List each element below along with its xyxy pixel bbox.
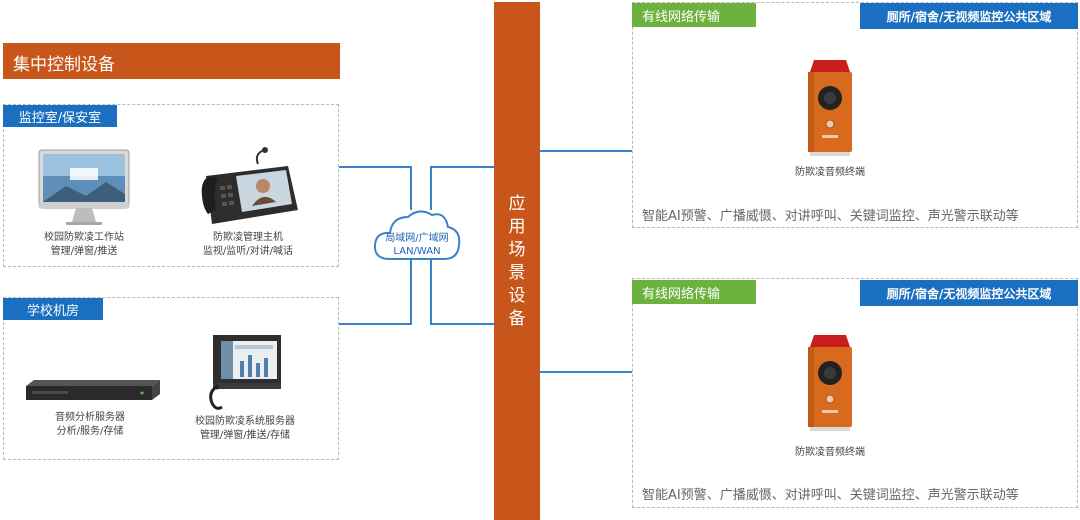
host-caption: 防欺凌管理主机 监视/监听/对讲/喊话	[202, 232, 294, 257]
audio-terminal-icon	[808, 335, 852, 431]
zone-label-2: 厕所/宿舍/无视频监控公共区域	[860, 280, 1078, 306]
scene-panel-2	[632, 278, 1078, 508]
analysis-server-caption: 音频分析服务器 分析/服务/存储	[55, 412, 125, 437]
terminal-caption-1: 防欺凌音频终端	[795, 167, 865, 178]
zone-label-1: 厕所/宿舍/无视频监控公共区域	[860, 3, 1078, 29]
link-server-room	[339, 323, 411, 325]
link-bar-bottom	[430, 323, 494, 325]
scene-panel-1	[632, 2, 1078, 228]
transport-label-2: 有线网络传输	[632, 280, 756, 304]
terminal-caption-2: 防欺凌音频终端	[795, 447, 865, 458]
link-bar-top-drop	[430, 166, 432, 210]
title-banner: 集中控制设备	[3, 43, 340, 79]
link-monitor-room	[339, 166, 411, 168]
link-bar-bottom-rise	[430, 258, 432, 325]
cloud-label: 局域网/广域网 LAN/WAN	[385, 233, 449, 257]
link-monitor-room-drop	[410, 166, 412, 210]
server-room-label: 学校机房	[3, 298, 103, 320]
cloud-icon	[373, 210, 461, 260]
monitor-room-label: 监控室/保安室	[3, 105, 117, 127]
application-scene-text: 应 用 场 景 设 备	[508, 194, 526, 329]
link-scene-1	[540, 150, 632, 152]
link-scene-2	[540, 371, 632, 373]
features-text-1: 智能AI预警、广播威慑、对讲呼叫、关键词监控、声光警示联动等	[642, 209, 1019, 224]
desk-console-icon	[201, 147, 298, 224]
server-room-panel	[3, 297, 339, 460]
link-bar-top	[430, 166, 494, 168]
transport-label-1: 有线网络传输	[632, 3, 756, 27]
workstation-caption: 校园防欺凌工作站 管理/弹窗/推送	[44, 232, 124, 257]
system-server-caption: 校园防欺凌系统服务器 管理/弹窗/推送/存储	[195, 416, 295, 441]
application-scene-bar	[494, 2, 540, 520]
rack-server-icon	[26, 380, 160, 400]
rack-monitor-server-icon	[209, 335, 281, 410]
features-text-2: 智能AI预警、广播威慑、对讲呼叫、关键词监控、声光警示联动等	[642, 488, 1019, 503]
imac-monitor-icon	[38, 149, 130, 225]
link-server-room-rise	[410, 258, 412, 325]
audio-terminal-icon	[808, 60, 852, 156]
page-title: 集中控制设备	[13, 55, 115, 75]
monitor-room-panel	[3, 104, 339, 267]
